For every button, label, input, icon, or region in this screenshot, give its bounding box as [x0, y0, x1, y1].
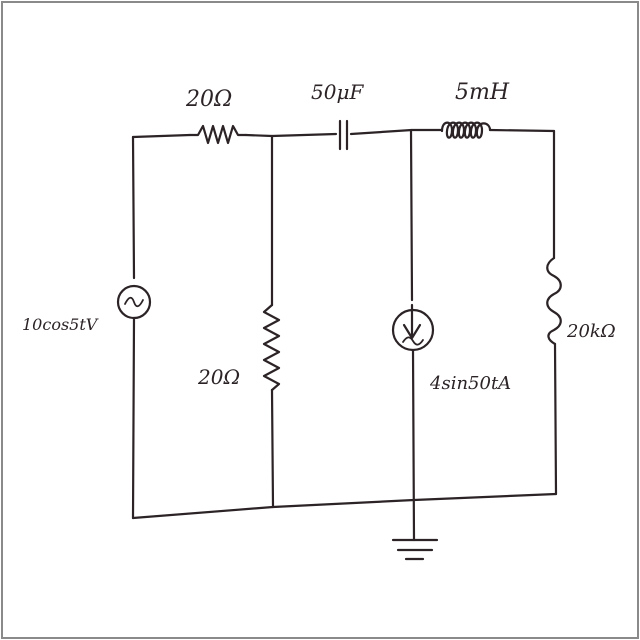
label-current-source: 4sin50tA [429, 373, 511, 394]
capacitor-50uf [338, 119, 349, 151]
right-wire-lower [553, 342, 558, 496]
middle-wire-lower [270, 388, 275, 509]
top-wire-left [131, 133, 192, 139]
label-shunt-resistor: 20Ω [197, 365, 240, 389]
top-wire-mid [349, 128, 444, 136]
left-wire-upper [131, 135, 136, 280]
top-wire-mid-left [244, 132, 338, 138]
source-wire-upper [409, 128, 414, 302]
current-source [391, 303, 435, 352]
bottom-wire [131, 492, 558, 520]
top-wire-right [488, 128, 556, 133]
inductor-5mh [440, 121, 492, 139]
source-wire-lower [411, 348, 416, 542]
voltage-source [116, 284, 152, 320]
label-load-resistor: 20kΩ [566, 321, 616, 342]
left-wire-lower [131, 316, 136, 520]
resistor-shunt-20ohm [262, 303, 281, 392]
label-capacitor: 50μF [311, 80, 364, 104]
label-voltage-source: 10cos5tV [22, 315, 99, 334]
resistor-series-20ohm [188, 124, 248, 145]
label-inductor: 5mH [455, 80, 510, 105]
resistor-load-20kohm [546, 256, 562, 346]
label-series-resistor: 20Ω [185, 87, 232, 112]
ground-icon [391, 538, 439, 561]
